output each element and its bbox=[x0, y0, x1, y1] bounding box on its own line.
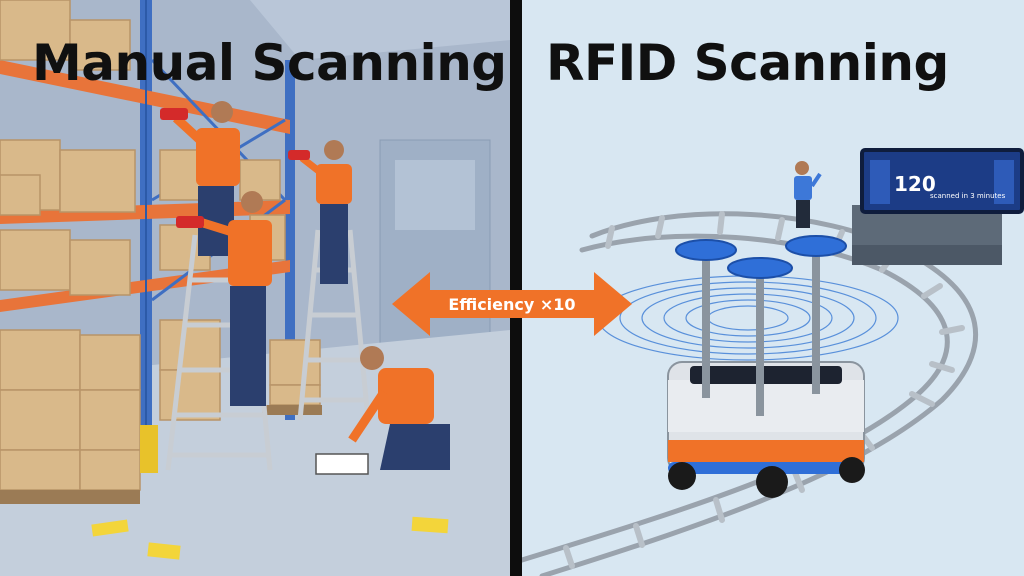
panel-divider bbox=[510, 0, 522, 576]
manual-warehouse-illustration bbox=[0, 0, 510, 576]
monitor-count: 120 bbox=[894, 172, 936, 196]
operator-figure bbox=[794, 161, 822, 228]
worker-figure bbox=[288, 140, 352, 284]
rfid-robot bbox=[667, 235, 865, 498]
worker-figure bbox=[176, 191, 272, 406]
worker-figure bbox=[160, 101, 240, 256]
manual-scanning-panel bbox=[0, 0, 510, 576]
control-station bbox=[852, 148, 1024, 265]
rfid-scanning-title: RFID Scanning bbox=[546, 34, 949, 92]
efficiency-badge-label: Efficiency ×10 bbox=[448, 295, 576, 314]
worker-figure bbox=[315, 346, 450, 475]
manual-scanning-title: Manual Scanning bbox=[32, 34, 507, 92]
double-arrow-icon bbox=[392, 272, 632, 336]
cardboard-boxes bbox=[0, 0, 321, 491]
rail-track bbox=[522, 211, 979, 576]
monitor-caption: scanned in 3 minutes bbox=[930, 192, 1006, 200]
